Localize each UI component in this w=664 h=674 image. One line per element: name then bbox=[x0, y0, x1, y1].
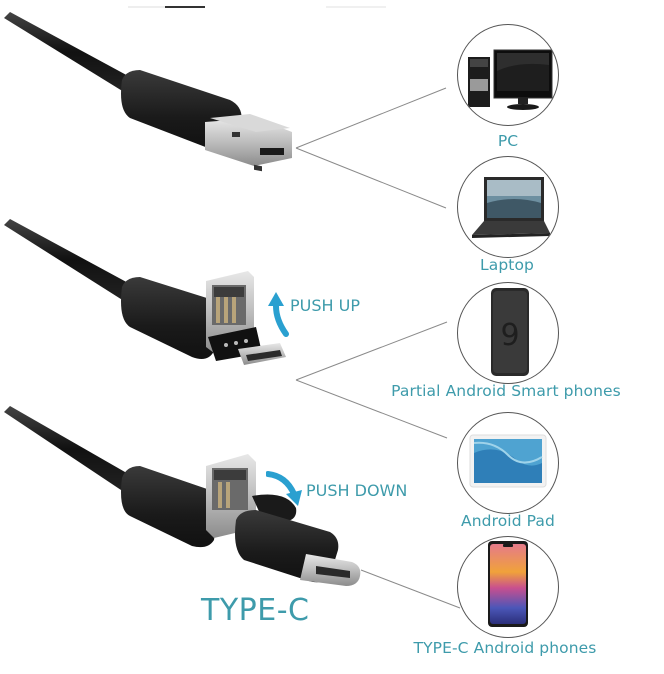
type-c-connector-image bbox=[4, 406, 361, 586]
push-up-arrow-icon bbox=[268, 292, 289, 337]
top-artifact-line bbox=[165, 6, 205, 8]
device-label-partial-android-phone: Partial Android Smart phones bbox=[391, 382, 621, 400]
device-circle-android-pad bbox=[457, 412, 559, 514]
device-label-type-c-android-phone: TYPE-C Android phones bbox=[413, 639, 597, 657]
micro-usb-connector-image bbox=[4, 219, 286, 365]
type-c-phone-icon bbox=[488, 541, 528, 627]
device-label-pc: PC bbox=[497, 132, 519, 150]
type-c-title: TYPE-C bbox=[201, 593, 310, 628]
device-circle-partial-android-phone: 9 bbox=[457, 282, 559, 384]
device-circle-laptop bbox=[457, 156, 559, 258]
top-artifact-line bbox=[128, 6, 168, 8]
usb-connector-image bbox=[4, 12, 292, 172]
device-circle-pc bbox=[457, 24, 559, 126]
push-down-caption: PUSH DOWN bbox=[306, 481, 408, 500]
push-down-arrow-icon bbox=[266, 471, 302, 506]
svg-text:9: 9 bbox=[500, 318, 519, 353]
laptop-icon bbox=[472, 177, 550, 238]
push-up-caption: PUSH UP bbox=[290, 296, 360, 315]
device-label-laptop: Laptop bbox=[480, 256, 534, 274]
device-label-android-pad: Android Pad bbox=[461, 512, 555, 530]
device-circle-type-c-android-phone bbox=[457, 536, 559, 638]
top-artifact-line bbox=[326, 6, 386, 8]
pc-icon bbox=[468, 49, 553, 110]
android-phone-icon: 9 bbox=[491, 288, 529, 376]
tablet-icon bbox=[469, 434, 547, 488]
